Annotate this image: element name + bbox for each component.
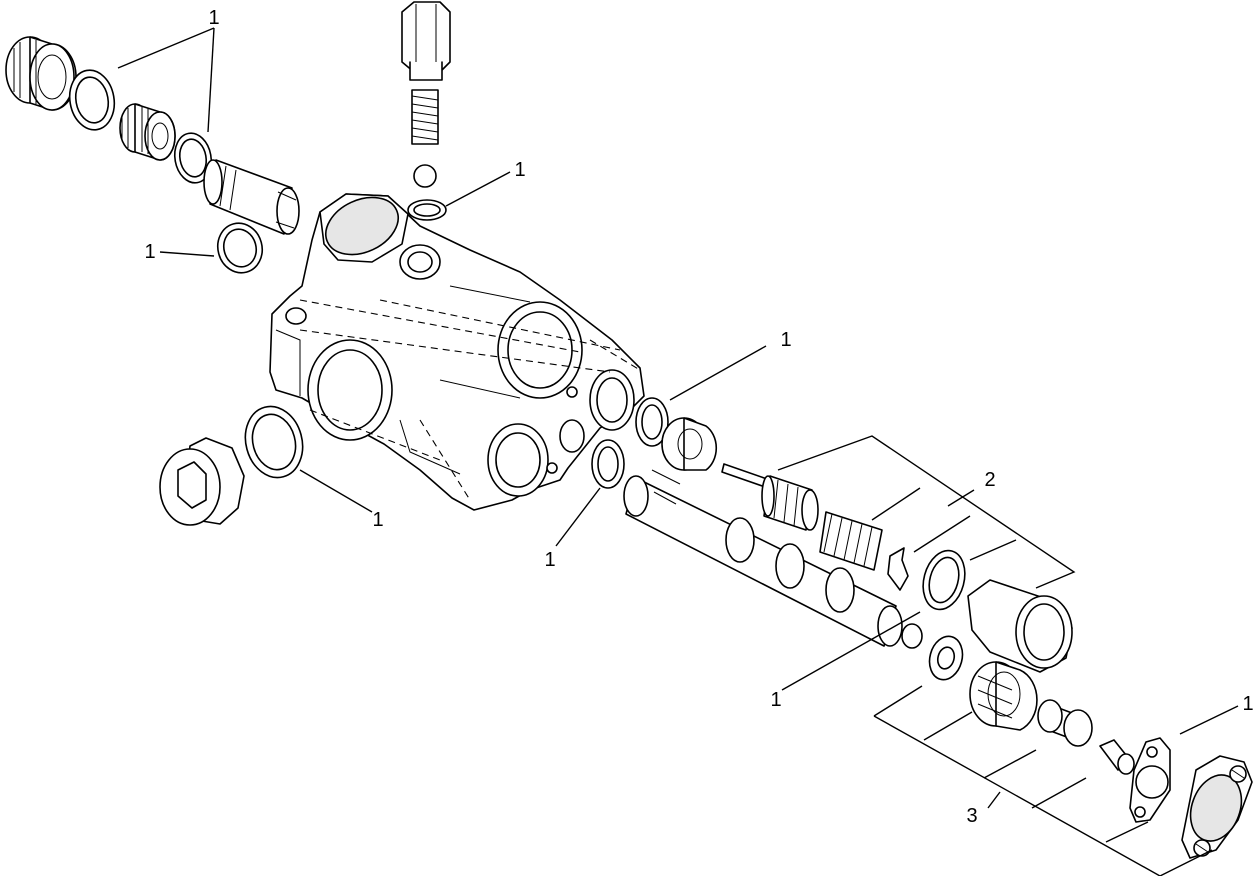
inlet-o-ring (68, 69, 116, 131)
manifold-body (269, 193, 645, 511)
callout-1-bottom-right: 1 (1242, 693, 1253, 715)
callout-2: 2 (984, 469, 995, 491)
relief-spring (411, 89, 439, 145)
unloader-piston (203, 159, 300, 235)
o-ring-right-a (635, 397, 669, 447)
plunger-cage (761, 475, 819, 531)
nut-o-ring (922, 549, 966, 611)
gasket (1129, 737, 1171, 823)
retaining-clip (887, 547, 909, 591)
relief-ball (413, 164, 437, 188)
callout-3: 3 (966, 805, 977, 827)
end-cover (1181, 755, 1253, 859)
callout-1-top-center: 1 (514, 159, 525, 181)
bushing (1037, 699, 1093, 747)
callout-1-top-left: 1 (208, 7, 219, 29)
screw (1099, 739, 1135, 775)
lower-spring (969, 661, 1038, 731)
callout-1-lower-left: 1 (372, 509, 383, 531)
relief-o-ring (407, 199, 447, 221)
callout-labels: 1 1 1 1 1 1 1 1 1 2 3 (144, 7, 1253, 827)
side-o-ring (216, 222, 264, 274)
unloader-shaft (623, 469, 923, 649)
callout-1-right-upper: 1 (780, 329, 791, 351)
hex-nut (967, 579, 1073, 673)
inlet-o-ring-2 (173, 132, 213, 184)
inlet-plug-fitting (5, 36, 77, 111)
flat-washer (928, 635, 964, 681)
coil-spring-seat (661, 417, 718, 471)
relief-valve-cap (401, 1, 451, 81)
plug-o-ring (244, 405, 304, 479)
leader-lines (117, 27, 1239, 876)
o-ring-right-b (591, 439, 625, 489)
hex-plug (159, 437, 245, 526)
callout-1-shaft: 1 (770, 689, 781, 711)
callout-1-left: 1 (144, 241, 155, 263)
callout-1-lower-center: 1 (544, 549, 555, 571)
compression-spring (819, 511, 883, 571)
inlet-valve-cage (119, 103, 176, 161)
